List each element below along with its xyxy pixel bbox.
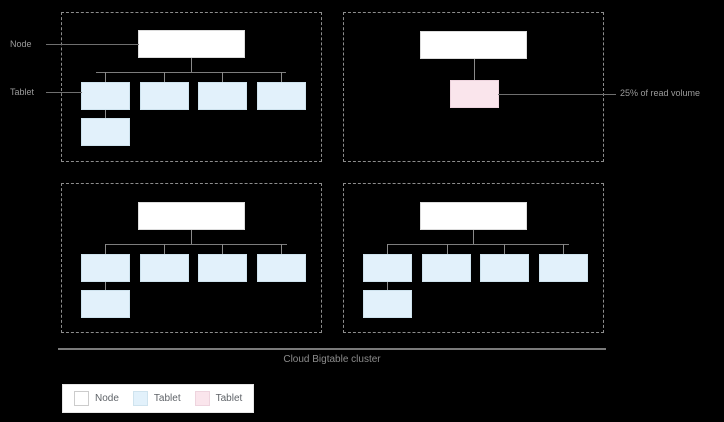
legend-swatch-hot-tablet <box>194 391 210 406</box>
tablet-box[interactable] <box>480 254 529 282</box>
tablet-box[interactable] <box>257 254 306 282</box>
connector-tablet-to-tablet-top-left <box>105 110 106 118</box>
connector-bus-to-tablet-1-bottom-left <box>105 244 106 254</box>
tablet-box[interactable] <box>422 254 471 282</box>
legend-label-hot-tablet: Tablet <box>215 392 243 404</box>
node-callout-label: Node <box>10 39 32 49</box>
connector-node-to-hot-tablet <box>474 59 475 80</box>
cluster-caption: Cloud Bigtable cluster <box>283 354 381 365</box>
tablet-box[interactable] <box>363 254 412 282</box>
node-box-bottom-left[interactable] <box>138 202 245 230</box>
tablet-box[interactable] <box>81 118 130 146</box>
tablet-box[interactable] <box>140 254 189 282</box>
connector-bus-to-tablet-4-top-left <box>281 72 282 82</box>
connector-bus-top-left <box>96 72 286 73</box>
tablet-box[interactable] <box>198 254 247 282</box>
connector-bus-bottom-left <box>105 244 287 245</box>
node-group-top-right <box>343 12 604 162</box>
node-box-bottom-right[interactable] <box>420 202 527 230</box>
tablet-box[interactable] <box>363 290 412 318</box>
tablet-box[interactable] <box>539 254 588 282</box>
tablet-box[interactable] <box>140 82 189 110</box>
node-group-top-left <box>61 12 322 162</box>
connector-bus-to-tablet-2-bottom-left <box>164 244 165 254</box>
tablet-box[interactable] <box>81 82 130 110</box>
connector-bus-bottom-right <box>387 244 569 245</box>
connector-bus-to-tablet-3-bottom-left <box>222 244 223 254</box>
legend-item-hot-tablet: Tablet <box>194 391 243 406</box>
tablet-box[interactable] <box>81 254 130 282</box>
node-group-bottom-left <box>61 183 322 333</box>
hot-tablet-box[interactable] <box>450 80 499 108</box>
hotspot-callout-line <box>498 94 616 95</box>
connector-bus-to-tablet-2-top-left <box>164 72 165 82</box>
legend-swatch-tablet <box>132 391 148 406</box>
connector-bus-to-tablet-3-bottom-right <box>504 244 505 254</box>
legend-swatch-node <box>74 391 89 406</box>
cluster-divider <box>58 348 606 350</box>
tablet-box[interactable] <box>198 82 247 110</box>
connector-node-to-bus-bottom-right <box>473 230 474 244</box>
node-callout-line <box>46 44 139 45</box>
legend-item-node: Node <box>74 391 119 406</box>
connector-bus-to-tablet-4-bottom-right <box>563 244 564 254</box>
node-box-top-left[interactable] <box>138 30 245 58</box>
legend: Node Tablet Tablet <box>62 384 255 413</box>
node-box-top-right[interactable] <box>420 31 527 59</box>
connector-bus-to-tablet-1-top-left <box>105 72 106 82</box>
connector-bus-to-tablet-1-bottom-right <box>387 244 388 254</box>
connector-bus-to-tablet-4-bottom-left <box>281 244 282 254</box>
tablet-callout-line <box>46 92 82 93</box>
connector-node-to-bus-bottom-left <box>191 230 192 244</box>
tablet-callout-label: Tablet <box>10 87 35 97</box>
legend-label-node: Node <box>95 392 119 404</box>
connector-bus-to-tablet-3-top-left <box>222 72 223 82</box>
tablet-box[interactable] <box>81 290 130 318</box>
connector-tablet-to-tablet-bottom-left <box>105 282 106 290</box>
node-group-bottom-right <box>343 183 604 333</box>
tablet-box[interactable] <box>257 82 306 110</box>
connector-bus-to-tablet-2-bottom-right <box>447 244 448 254</box>
legend-item-tablet: Tablet <box>132 391 181 406</box>
hotspot-callout-label: 25% of read volume <box>620 88 701 98</box>
legend-label-tablet: Tablet <box>153 392 181 404</box>
connector-tablet-to-tablet-bottom-right <box>387 282 388 290</box>
connector-node-to-bus-top-left <box>191 58 192 72</box>
